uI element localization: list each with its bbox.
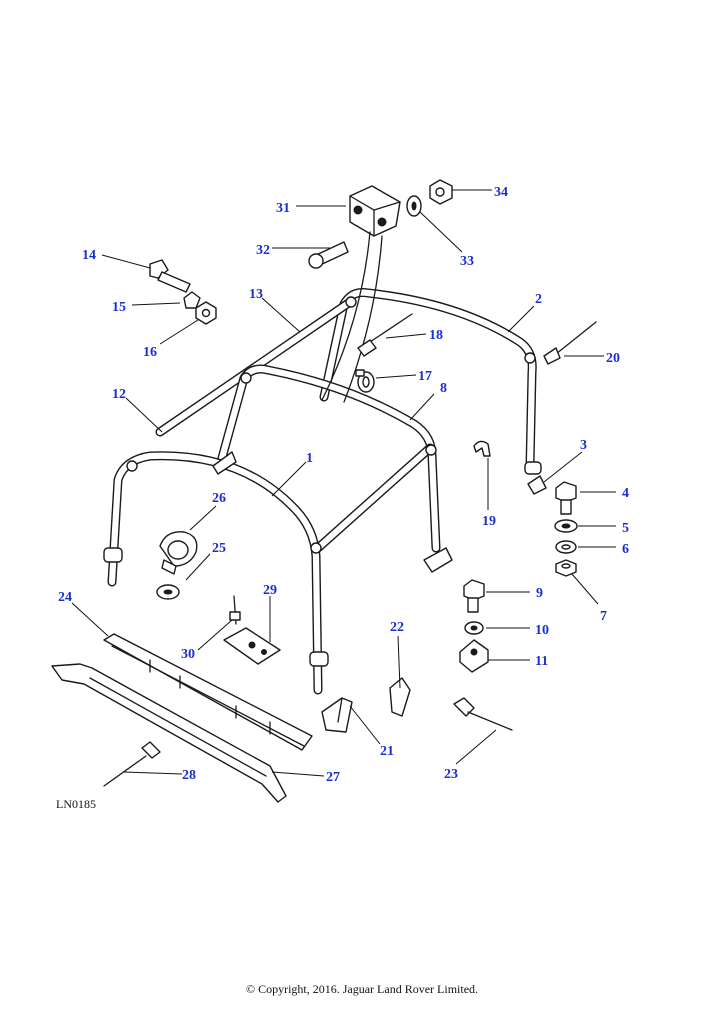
hook-part-19: [473, 440, 491, 457]
rivet-part-20: [543, 321, 597, 365]
callout-6: 6: [622, 542, 629, 557]
plate-part-29: [223, 627, 281, 665]
callout-27: 27: [326, 770, 340, 785]
rivet-part-18: [357, 313, 413, 357]
callout-32: 32: [256, 243, 270, 258]
callout-25: 25: [212, 541, 226, 556]
callout-18: 18: [429, 328, 443, 343]
callout-26: 26: [212, 491, 226, 506]
callout-8: 8: [440, 381, 447, 396]
callout-9: 9: [536, 586, 543, 601]
callout-23: 23: [444, 767, 458, 782]
bolt-part-14: [149, 259, 191, 293]
callout-13: 13: [249, 287, 263, 302]
washer-part-10: [464, 621, 484, 635]
nut-part-7: [555, 559, 577, 577]
callout-34: 34: [494, 185, 508, 200]
copyright-notice: © Copyright, 2016. Jaguar Land Rover Lim…: [246, 982, 478, 996]
callout-20: 20: [606, 351, 620, 366]
callout-15: 15: [112, 300, 126, 315]
spacer-part-25: [156, 584, 180, 600]
callout-labels: 1 2 3 4 5 6 7 8 9 10 11 12 13 14 15 16 1…: [58, 185, 629, 785]
callout-4: 4: [622, 486, 629, 501]
callout-5: 5: [622, 521, 629, 536]
callout-2: 2: [535, 292, 542, 307]
callout-30: 30: [181, 647, 195, 662]
callout-33: 33: [460, 254, 474, 269]
leader-lines: [71, 189, 616, 777]
clamp-block-part-31: [321, 185, 401, 403]
figure-code: LN0185: [56, 797, 96, 811]
callout-16: 16: [143, 345, 157, 360]
callout-10: 10: [535, 623, 549, 638]
callout-1: 1: [306, 451, 313, 466]
bracket-part-11: [459, 639, 489, 673]
roll-cage-frame: [103, 288, 547, 695]
callout-31: 31: [276, 201, 290, 216]
callout-22: 22: [390, 620, 404, 635]
bolt-part-4: [555, 481, 577, 515]
nut-part-34: [429, 179, 453, 205]
eye-bolt-part-17: [355, 369, 375, 393]
callout-28: 28: [182, 768, 196, 783]
plate-part-15: [183, 291, 201, 309]
callout-21: 21: [380, 744, 394, 759]
strip-part-24: [103, 633, 313, 751]
stud-part-30: [229, 595, 241, 625]
callout-11: 11: [535, 654, 548, 669]
tie-down-part-26: [159, 531, 198, 575]
callout-29: 29: [263, 583, 277, 598]
callout-19: 19: [482, 514, 496, 529]
strip-part-27: [51, 663, 287, 803]
washer-part-5: [554, 519, 578, 533]
bolt-part-32: [308, 241, 349, 269]
rivet-part-28: [103, 741, 161, 787]
bolt-part-9: [463, 579, 485, 613]
nut-part-16: [195, 301, 217, 325]
callout-12: 12: [112, 387, 126, 402]
callout-3: 3: [580, 438, 587, 453]
washer-part-33: [406, 195, 422, 217]
rivet-part-23: [453, 697, 513, 731]
callout-7: 7: [600, 609, 607, 624]
bracket-part-21: [321, 697, 353, 733]
callout-17: 17: [418, 369, 432, 384]
spring-washer-part-6: [555, 540, 577, 554]
callout-14: 14: [82, 248, 96, 263]
callout-24: 24: [58, 590, 72, 605]
